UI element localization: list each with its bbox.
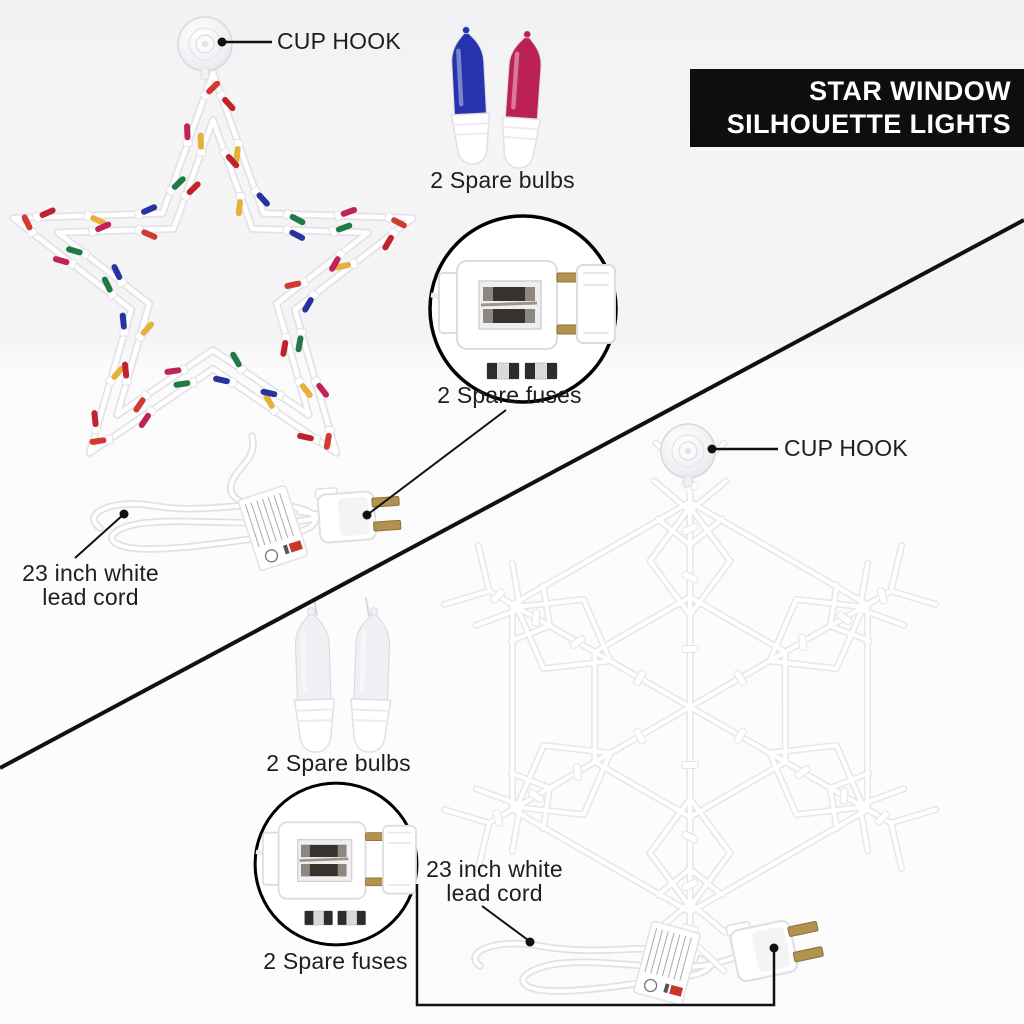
snowflake-cup-hook-label: CUP HOOK [784,435,908,461]
callout-annotations [0,37,1024,1007]
callout-dot [217,37,227,47]
callout-dot [707,444,717,454]
star-lead-cord-label: 23 inch white lead cord [8,561,173,609]
snowflake-lead-cord-label: 23 inch white lead cord [412,857,577,905]
spare-bulb-red-icon [497,28,548,171]
snowflake-ul-tag [632,920,702,1006]
star-lead-cord-line2: lead cord [42,584,139,610]
title-banner: STAR WINDOW SILHOUETTE LIGHTS [690,69,1024,147]
star-lights-figure [13,73,412,453]
star-fuses-callout-line [366,409,507,516]
star-spare-fuses-inset [430,216,616,402]
snowflake-lights-figure [373,421,1008,992]
bulb-wire [365,597,370,617]
spare-bulb-clear-icon [347,605,395,754]
star-spare-fuses-label: 2 Spare fuses [437,382,582,408]
divider-line [0,218,1024,770]
snowflake-suction-cup-icon [660,423,716,488]
callout-dot [769,943,779,953]
snowflake-cord-callout-line [481,905,529,941]
star-plug-icon [313,482,403,545]
star-lead-cord-line1: 23 inch white [22,560,159,586]
banner-line1: STAR WINDOW [809,76,1011,106]
star-ul-tag [237,484,309,572]
callout-dot [119,509,129,519]
snowflake-spare-fuses-label: 2 Spare fuses [263,948,408,974]
snowflake-spare-fuses-inset [255,783,417,945]
star-cord-callout-line [74,513,125,559]
snowflake-fuses-bracket-line [415,884,776,1007]
spare-bulb-blue-icon [445,24,494,166]
spare-bulb-clear-icon [290,605,338,754]
star-suction-cup-icon [177,16,233,81]
star-spare-bulbs-label: 2 Spare bulbs [430,167,575,193]
callout-dot [525,937,535,947]
star-bulbs [21,80,407,450]
snowflake-lead-cord-line1: 23 inch white [426,856,563,882]
snowflake-lead-cord-line2: lead cord [446,880,543,906]
star-cup-hook-label: CUP HOOK [277,28,401,54]
snowflake-spare-bulbs-label: 2 Spare bulbs [266,750,411,776]
banner-line2: SILHOUETTE LIGHTS [726,109,1011,139]
callout-dot [362,510,372,520]
